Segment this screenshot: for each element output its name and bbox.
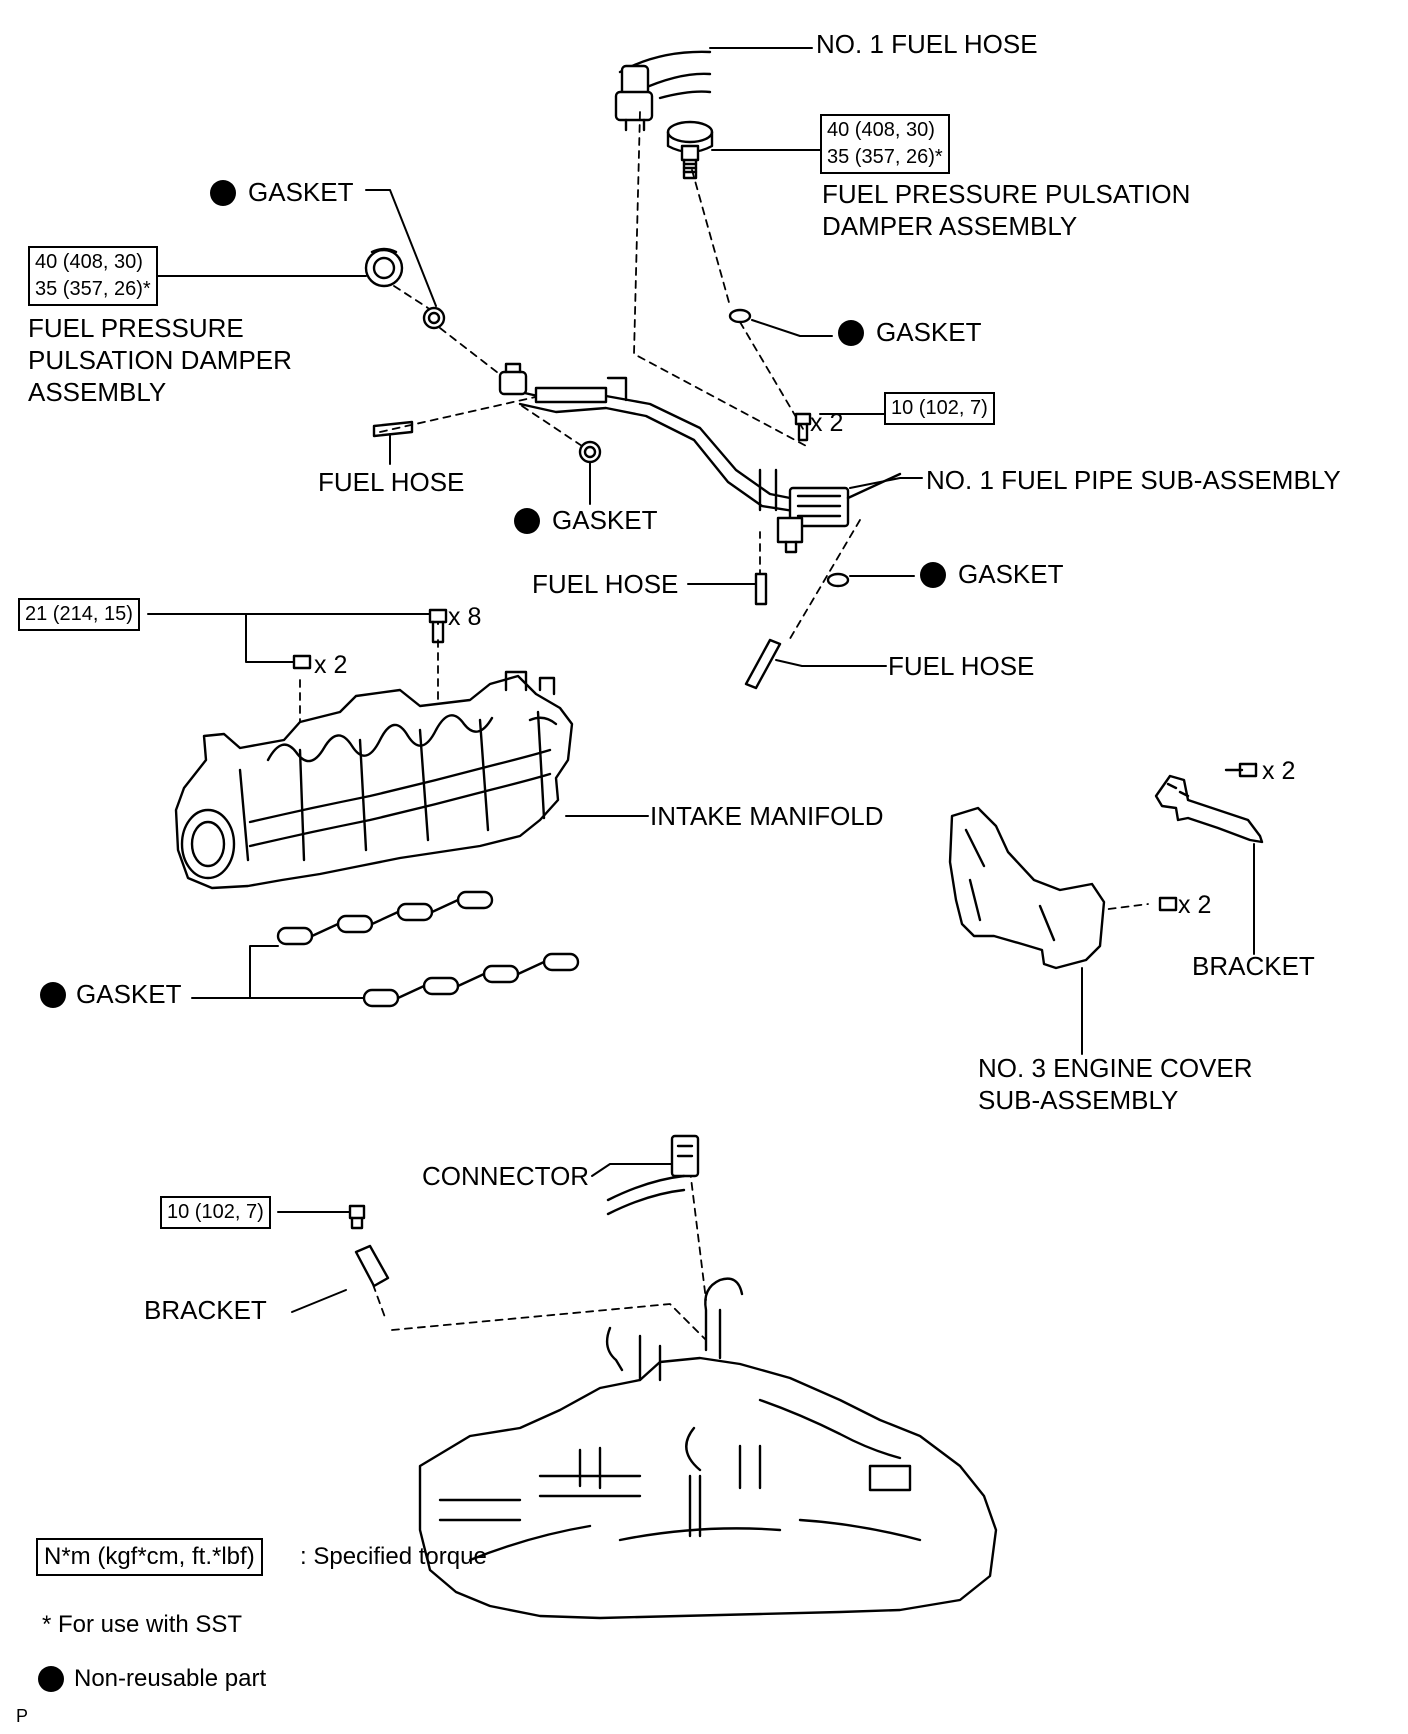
no1-fuel-pipe-part (498, 362, 902, 554)
qty-cover-bolts: x 2 (1178, 891, 1212, 919)
bracket-bolt-left-part (348, 1204, 366, 1230)
manifold-nut-part (292, 654, 312, 670)
bracket-left-part (354, 1244, 390, 1288)
damper-left-part (364, 247, 404, 288)
engine-block-part (418, 1277, 998, 1620)
nonreusable-dot-icon (920, 562, 946, 588)
qty-manifold-bolts: x 8 (448, 603, 482, 631)
label-no1-fuel-pipe: NO. 1 FUEL PIPE SUB-ASSEMBLY (926, 465, 1341, 495)
engine-cover-part (948, 806, 1106, 970)
fuel-hose-right-part (744, 638, 782, 690)
fuel-pipe-bolt-part (794, 412, 812, 442)
label-gasket-manifold: GASKET (76, 979, 182, 1009)
label-intake-manifold: INTAKE MANIFOLD (650, 801, 884, 831)
bracket-bolt-part (1224, 762, 1258, 778)
no1-fuel-hose-part (614, 50, 712, 132)
label-damper-right: FUEL PRESSURE PULSATION DAMPER ASSEMBLY (822, 179, 1191, 241)
gasket-right-top-part (728, 308, 752, 324)
torque-bracket-bolt: 10 (102, 7) (160, 1196, 271, 1229)
qty-manifold-nuts: x 2 (314, 651, 348, 679)
legend-torque-text: : Specified torque (300, 1543, 487, 1570)
fuel-hose-mid-part (754, 572, 768, 606)
qty-fuel-pipe-bolts: x 2 (810, 409, 844, 437)
label-no1-fuel-hose: NO. 1 FUEL HOSE (816, 29, 1038, 59)
label-gasket-top-left: GASKET (248, 177, 354, 207)
intake-manifold-part (174, 670, 574, 890)
legend-sst-note: * For use with SST (42, 1611, 243, 1638)
manifold-gasket-part (276, 890, 580, 1008)
cover-bolt-part (1158, 896, 1178, 912)
label-connector: CONNECTOR (422, 1161, 590, 1191)
manifold-bolt-part (428, 608, 448, 644)
fuel-hose-left-part (372, 420, 414, 438)
label-fuel-hose-left: FUEL HOSE (318, 467, 465, 497)
damper-right-part (666, 120, 714, 180)
label-bracket-right: BRACKET (1192, 951, 1315, 981)
gasket-top-left-part (422, 306, 446, 330)
legend-nonreusable-text: Non-reusable part (74, 1665, 267, 1692)
label-fuel-hose-mid: FUEL HOSE (532, 569, 679, 599)
gasket-mid-part (578, 440, 602, 464)
label-gasket-right-mid: GASKET (958, 559, 1064, 589)
nonreusable-dot-icon (838, 320, 864, 346)
gasket-right-mid-part (826, 572, 850, 588)
nonreusable-dot-icon (210, 180, 236, 206)
label-no3-engine-cover: NO. 3 ENGINE COVER SUB-ASSEMBLY (978, 1053, 1253, 1115)
torque-damper-right: 40 (408, 30) 35 (357, 26)* (820, 114, 950, 174)
label-gasket-mid: GASKET (552, 505, 658, 535)
label-bracket-left: BRACKET (144, 1295, 267, 1325)
torque-damper-left: 40 (408, 30) 35 (357, 26)* (28, 246, 158, 306)
legend-torque-box: N*m (kgf*cm, ft.*lbf) (36, 1538, 263, 1576)
qty-bracket-bolts: x 2 (1262, 757, 1296, 785)
label-damper-left: FUEL PRESSURE PULSATION DAMPER ASSEMBLY (28, 313, 292, 407)
legend-nonreusable-dot-icon (38, 1666, 64, 1692)
nonreusable-dot-icon (40, 982, 66, 1008)
bracket-right-part (1154, 774, 1264, 844)
torque-fuel-pipe-bolt: 10 (102, 7) (884, 392, 995, 425)
torque-manifold: 21 (214, 15) (18, 598, 140, 631)
nonreusable-dot-icon (514, 508, 540, 534)
label-gasket-right-top: GASKET (876, 317, 982, 347)
corner-mark: P (16, 1706, 29, 1726)
label-fuel-hose-right: FUEL HOSE (888, 651, 1035, 681)
connector-part (606, 1134, 700, 1216)
